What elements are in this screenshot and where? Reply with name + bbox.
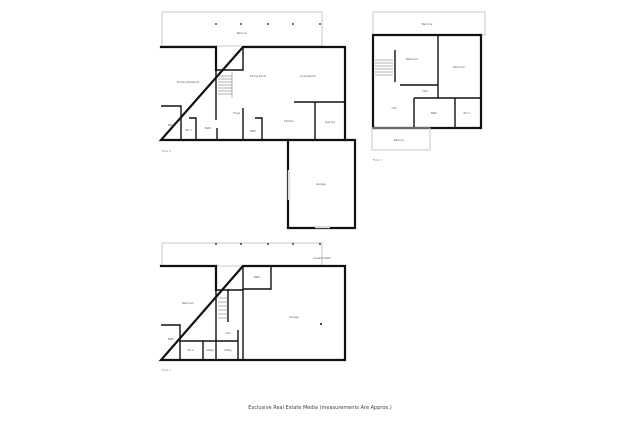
room-label: Covered Patio — [313, 256, 331, 260]
room-label: Utility — [224, 348, 232, 352]
exterior-walls — [158, 264, 347, 362]
floor-label: Floor 2 — [162, 149, 171, 153]
stairs-icon — [218, 297, 228, 319]
room-label: Primary Bedroom — [177, 80, 200, 84]
room-label: Bath — [168, 123, 174, 127]
caption: Exclusive Real Estate Media (measurement… — [248, 405, 392, 411]
room-label: Living Room — [300, 74, 316, 78]
stairs-icon — [218, 72, 233, 98]
room-label: Balcony — [237, 31, 248, 35]
room-label: Foyer — [233, 111, 241, 115]
room-label: Hall — [226, 331, 231, 335]
room-label: Balcony — [394, 138, 405, 142]
room-label: Loft — [392, 106, 397, 110]
patio-posts — [215, 243, 321, 245]
stairs-icon — [375, 59, 393, 76]
room-label: Bath — [205, 126, 211, 130]
room-label: Garage — [316, 182, 326, 186]
exterior-walls — [371, 33, 483, 130]
patio-outline — [161, 242, 323, 267]
floor-3: Balcony Bedroom Bedroom Hall Loft Bath W… — [371, 11, 486, 162]
balcony-outline — [161, 11, 323, 47]
balcony-posts — [215, 23, 321, 25]
room-label: Garage — [289, 315, 299, 319]
room-label: W.I.C. — [185, 128, 192, 132]
room-label: Dining Room — [250, 74, 267, 78]
room-label: Bath — [431, 111, 437, 115]
floor-label: Floor 1 — [162, 368, 171, 372]
room-label: Bedroom — [406, 57, 418, 61]
room-label: Laundry — [325, 120, 336, 124]
interior-walls — [394, 35, 481, 128]
interior-walls — [161, 47, 345, 140]
room-label: W.I.C. — [187, 348, 194, 352]
floor-2: Balcony Primary Bedroom Bath W.I.C. Bath… — [158, 11, 357, 230]
floor-1: Covered Patio Bedroom Bath W.I.C. Utilit… — [158, 242, 347, 372]
interior-walls — [161, 266, 272, 360]
room-label: Bath — [254, 275, 260, 279]
lower-balcony-outline — [371, 127, 431, 151]
exterior-walls — [158, 45, 347, 142]
room-label: Bath — [250, 129, 256, 133]
room-label: Bath — [168, 337, 174, 341]
room-label: W.I.C. — [463, 111, 470, 115]
floor-label: Floor 3 — [373, 158, 382, 162]
room-label: Hall — [423, 89, 428, 93]
room-label: Bedroom — [182, 301, 194, 305]
room-label: Utility — [206, 348, 214, 352]
room-label: Kitchen — [284, 119, 294, 123]
room-label: Balcony — [422, 22, 433, 26]
room-label: Bedroom — [453, 65, 465, 69]
